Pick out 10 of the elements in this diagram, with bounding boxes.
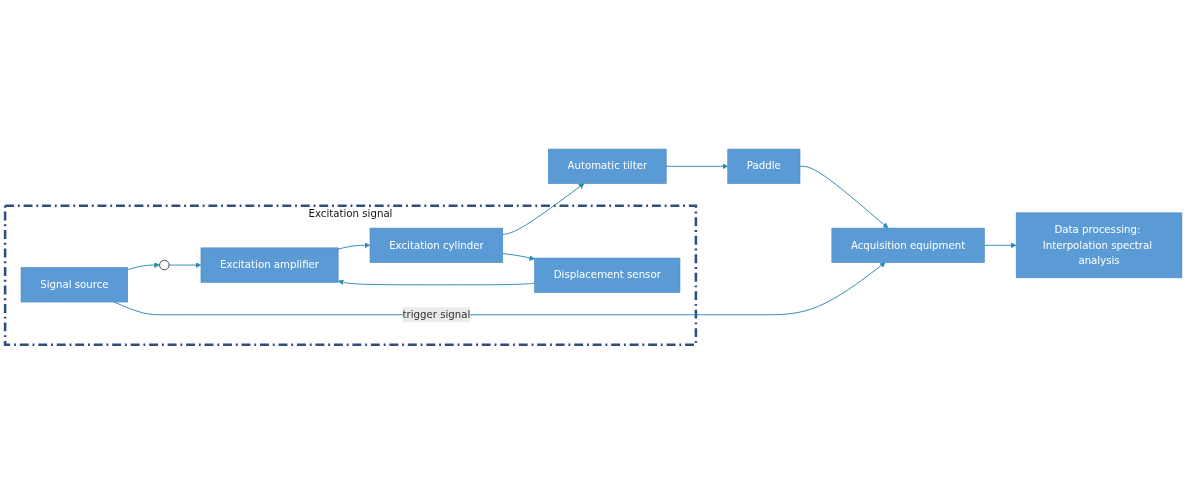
- node-box: Paddle: [727, 148, 801, 184]
- node-box: Automatic tilter: [548, 148, 667, 184]
- node-box: Excitation amplifier: [200, 247, 339, 283]
- node-circle: [159, 259, 170, 271]
- node-box: Data processing: Interpolation spectral analysis: [1015, 212, 1183, 279]
- node-box: Acquisition equipment: [831, 227, 985, 263]
- node-box: Excitation cylinder: [369, 227, 504, 263]
- edge-label: trigger signal: [402, 308, 471, 321]
- node-box: Signal source: [20, 267, 128, 303]
- node-box: Displacement sensor: [534, 257, 681, 293]
